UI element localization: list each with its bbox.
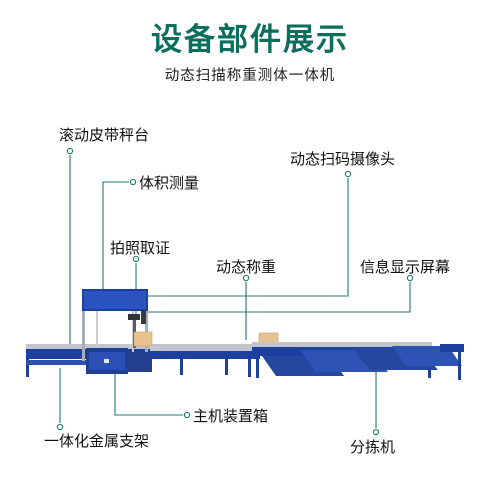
leader-volume — [102, 181, 129, 300]
label-dynamic-weighing: 动态称重 — [216, 258, 277, 276]
label-photo-evidence: 拍照取证 — [110, 239, 171, 257]
leader-host-cabinet — [114, 366, 183, 416]
label-dynamic-scan-camera: 动态扫码摄像头 — [290, 150, 396, 168]
label-volume-measure: 体积测量 — [139, 174, 200, 192]
page-subtitle: 动态扫描称重测体一体机 — [164, 68, 336, 84]
label-sorter: 分拣机 — [350, 438, 396, 456]
label-info-display: 信息显示屏幕 — [360, 258, 451, 276]
leader-dots — [56, 147, 414, 436]
leader-scan-camera — [138, 178, 349, 297]
middle-conveyor — [150, 346, 260, 375]
leader-lines — [59, 155, 411, 428]
display-panel — [141, 310, 146, 324]
sorter-shape — [252, 342, 464, 380]
label-host-cabinet: 主机装置箱 — [193, 407, 269, 425]
leader-display — [143, 282, 411, 313]
parcel-on-scale — [133, 331, 153, 347]
label-roller-scale: 滚动皮带秤台 — [59, 126, 150, 144]
label-integrated-frame: 一体化金属支架 — [44, 432, 150, 450]
host-cabinet-shape — [86, 348, 152, 374]
page-title: 设备部件展示 — [151, 22, 349, 58]
